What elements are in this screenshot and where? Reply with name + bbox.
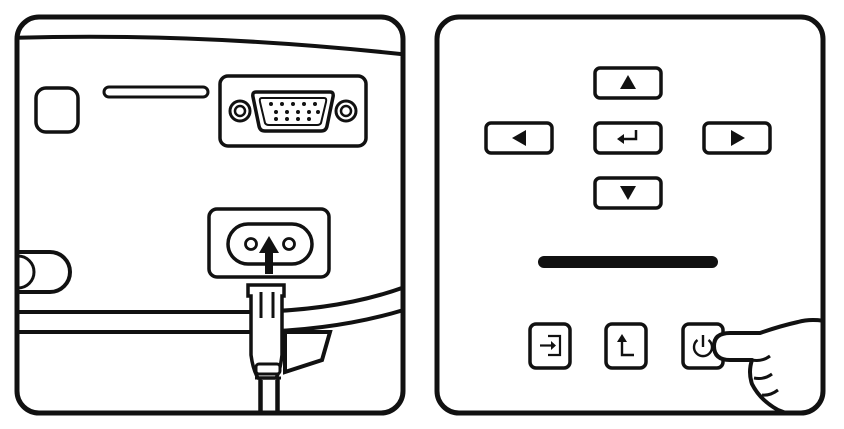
source-input-icon [540, 334, 562, 357]
vga-port [218, 74, 368, 148]
projector-body-top-edge [17, 34, 403, 57]
up-arrow-icon [620, 75, 636, 89]
right-button[interactable] [702, 121, 772, 155]
right-arrow-icon [731, 130, 745, 146]
vent-slot [102, 85, 210, 99]
insert-arrow [259, 236, 279, 274]
right-panel [434, 14, 826, 416]
down-arrow-icon [620, 186, 636, 200]
back-button[interactable] [604, 322, 648, 370]
left-panel [14, 14, 406, 416]
power-icon [692, 335, 714, 358]
enter-button[interactable] [593, 121, 663, 155]
right-panel-frame [434, 14, 826, 416]
side-switch [17, 250, 72, 294]
small-square-button [34, 86, 80, 134]
down-button[interactable] [593, 176, 663, 210]
left-button[interactable] [484, 121, 554, 155]
power-plug [246, 283, 286, 413]
left-panel-frame [14, 14, 406, 416]
up-button[interactable] [593, 66, 663, 100]
projector-body-rear-edge [17, 283, 403, 314]
pressing-hand-icon [712, 318, 823, 413]
source-button[interactable] [528, 322, 572, 370]
enter-icon [617, 130, 638, 144]
back-arrow-icon [617, 334, 634, 357]
left-arrow-icon [512, 130, 526, 146]
projector-foot [283, 330, 333, 375]
